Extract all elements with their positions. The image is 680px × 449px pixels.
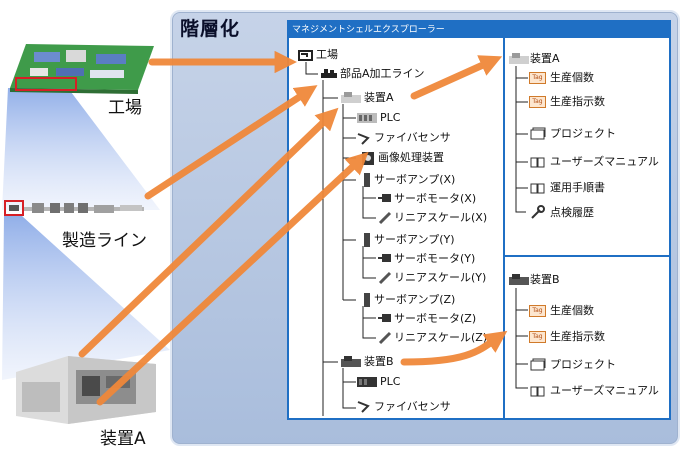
tree-item-device-b[interactable]: 装置B — [364, 355, 394, 368]
pane-divider — [503, 38, 505, 418]
detail-b-title: 装置B — [530, 273, 560, 286]
tree-item-scale-z[interactable]: リニアスケール(Z) — [394, 331, 488, 344]
detail-a-item[interactable]: ユーザーズマニュアル — [550, 155, 659, 168]
tree-item-plc[interactable]: PLC — [380, 111, 401, 124]
line-label: 製造ライン — [62, 231, 147, 251]
tree-item-factory[interactable]: 工場 — [316, 48, 338, 61]
detail-a-item[interactable]: プロジェクト — [550, 127, 616, 140]
tag-icon: Tag — [529, 305, 546, 317]
detail-a-title: 装置A — [530, 52, 560, 65]
device-a-icon — [341, 92, 361, 103]
plc-b-icon — [357, 377, 377, 387]
tree-item-scale-y[interactable]: リニアスケール(Y) — [394, 271, 487, 284]
plc-icon — [357, 113, 377, 123]
beam-line-to-device — [2, 216, 170, 380]
line-icon — [321, 69, 337, 78]
explorer-titlebar — [287, 20, 671, 38]
device-b-icon — [341, 356, 361, 367]
fiber-sensor-icon — [357, 133, 370, 145]
tag-icon: Tag — [529, 96, 546, 108]
detail-a-item[interactable]: 生産個数 — [550, 71, 594, 84]
detail-b-item[interactable]: 生産指示数 — [550, 330, 605, 343]
detail-a-item[interactable]: 生産指示数 — [550, 95, 605, 108]
tag-icon: Tag — [529, 331, 546, 343]
manual-icon — [530, 157, 545, 168]
procedure-book-icon — [530, 183, 545, 194]
tag-icon: Tag — [529, 72, 546, 84]
project-icon — [530, 358, 546, 371]
tree-item-plc-b[interactable]: PLC — [380, 375, 401, 388]
detail-b-item[interactable]: ユーザーズマニュアル — [550, 384, 659, 397]
servo-amp-y-icon — [364, 233, 370, 247]
manual-icon — [530, 386, 545, 397]
arrow-line-to-line-node — [144, 85, 318, 200]
detail-a-item[interactable]: 運用手順書 — [550, 181, 605, 194]
device-label: 装置A — [100, 429, 146, 449]
project-icon — [530, 127, 546, 140]
servo-amp-z-icon — [364, 293, 370, 307]
tree-item-amp-x[interactable]: サーボアンプ(X) — [374, 173, 456, 186]
servo-amp-x-icon — [364, 173, 370, 187]
tree-item-amp-y[interactable]: サーボアンプ(Y) — [374, 233, 455, 246]
tree-item-fiber[interactable]: ファイバセンサ — [374, 131, 451, 144]
linear-scale-x-icon — [378, 211, 392, 225]
wrench-icon — [531, 205, 545, 219]
tree-item-scale-x[interactable]: リニアスケール(X) — [394, 211, 488, 224]
detail-b-item[interactable]: 生産個数 — [550, 304, 594, 317]
arrow-device-b-to-detail — [400, 330, 508, 366]
tree-item-motor-z[interactable]: サーボモータ(Z) — [394, 312, 477, 325]
beam-factory-to-line — [2, 88, 160, 210]
tree-item-device-a[interactable]: 装置A — [364, 91, 394, 104]
factory-icon — [298, 50, 313, 61]
servo-motor-x-icon — [378, 194, 391, 202]
servo-motor-y-icon — [378, 254, 391, 262]
tree-item-fiber-b[interactable]: ファイバセンサ — [374, 400, 451, 413]
linear-scale-z-icon — [378, 331, 392, 345]
servo-motor-z-icon — [378, 314, 391, 322]
fiber-sensor-b-icon — [357, 401, 370, 413]
hierarchy-heading: 階層化 — [180, 18, 241, 40]
tree-item-vision[interactable]: 画像処理装置 — [378, 151, 444, 164]
arrow-device-to-vision — [96, 151, 369, 406]
factory-label: 工場 — [108, 98, 142, 118]
tree-item-amp-z[interactable]: サーボアンプ(Z) — [374, 293, 456, 306]
detail-divider — [505, 255, 671, 257]
detail-b-device-icon — [509, 274, 529, 285]
tree-item-motor-y[interactable]: サーボモータ(Y) — [394, 252, 476, 265]
explorer-title: マネジメントシェルエクスプローラー — [292, 25, 445, 35]
tree-item-motor-x[interactable]: サーボモータ(X) — [394, 192, 477, 205]
tree-item-line[interactable]: 部品A加工ライン — [340, 67, 425, 80]
factory-image — [10, 44, 154, 94]
arrow-device-to-device-a — [78, 107, 339, 358]
detail-a-item[interactable]: 点検履歴 — [550, 206, 594, 219]
arrow-device-a-to-detail — [410, 55, 503, 100]
production-line-image — [4, 200, 144, 216]
linear-scale-y-icon — [378, 271, 392, 285]
detail-a-device-icon — [509, 53, 529, 64]
detail-b-item[interactable]: プロジェクト — [550, 358, 616, 371]
